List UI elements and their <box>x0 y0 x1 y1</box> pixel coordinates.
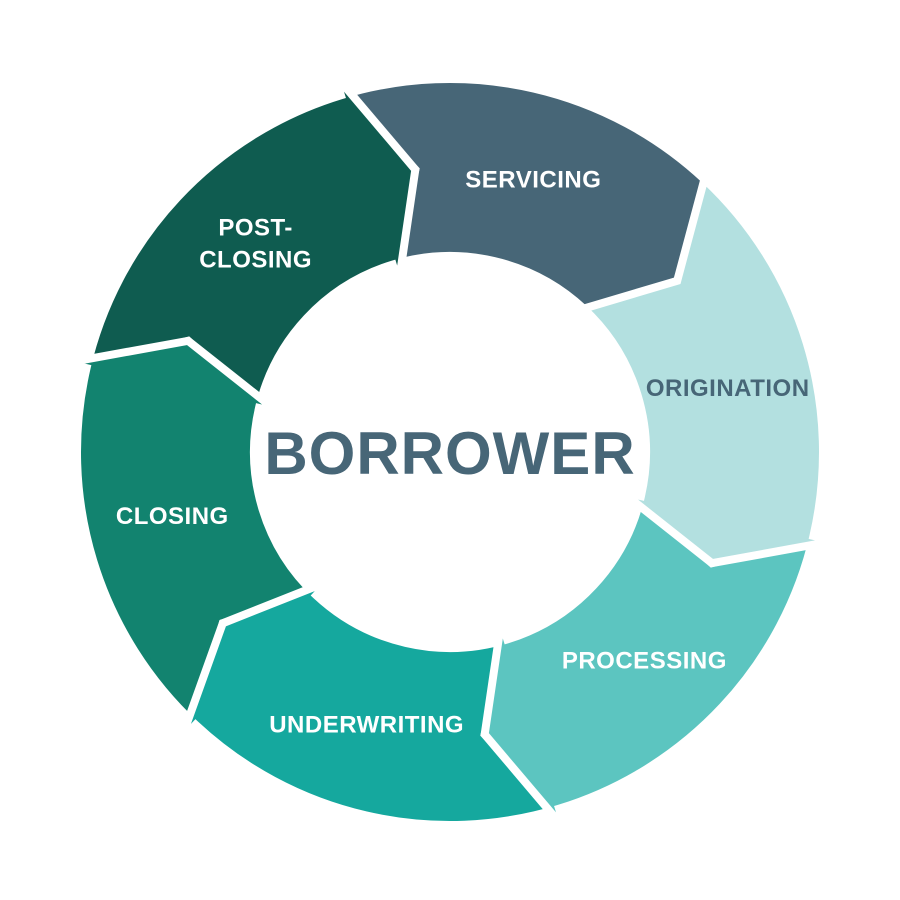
cycle-segments <box>64 71 836 833</box>
stage-label-line: SERVICING <box>465 166 601 193</box>
stage-label-line: POST- <box>218 215 293 242</box>
center-label-borrower: BORROWER <box>264 420 635 487</box>
arrow-segment-closing <box>64 336 325 733</box>
cycle-labels: ORIGINATION PROCESSING UNDERWRITING CLOSING… <box>116 166 810 739</box>
stage-label-servicing: SERVICING <box>465 166 601 193</box>
stage-label-line: UNDERWRITING <box>269 712 464 739</box>
arrow-segment-processing <box>480 488 819 833</box>
stage-label-closing: CLOSING <box>116 503 229 530</box>
stage-label-line: CLOSING <box>199 247 312 274</box>
stage-label-line: PROCESSING <box>562 647 727 674</box>
stage-label-processing: PROCESSING <box>562 647 727 674</box>
stage-label-post-closing: POST- CLOSING <box>199 215 312 274</box>
stage-label-origination: ORIGINATION <box>646 375 810 402</box>
stage-label-underwriting: UNDERWRITING <box>269 712 464 739</box>
arrow-segment-origination <box>575 171 836 568</box>
stage-label-line: CLOSING <box>116 503 229 530</box>
arrow-segment-underwriting <box>176 577 567 829</box>
stage-label-line: ORIGINATION <box>646 375 810 402</box>
arrow-segment-post-closing <box>81 71 420 416</box>
